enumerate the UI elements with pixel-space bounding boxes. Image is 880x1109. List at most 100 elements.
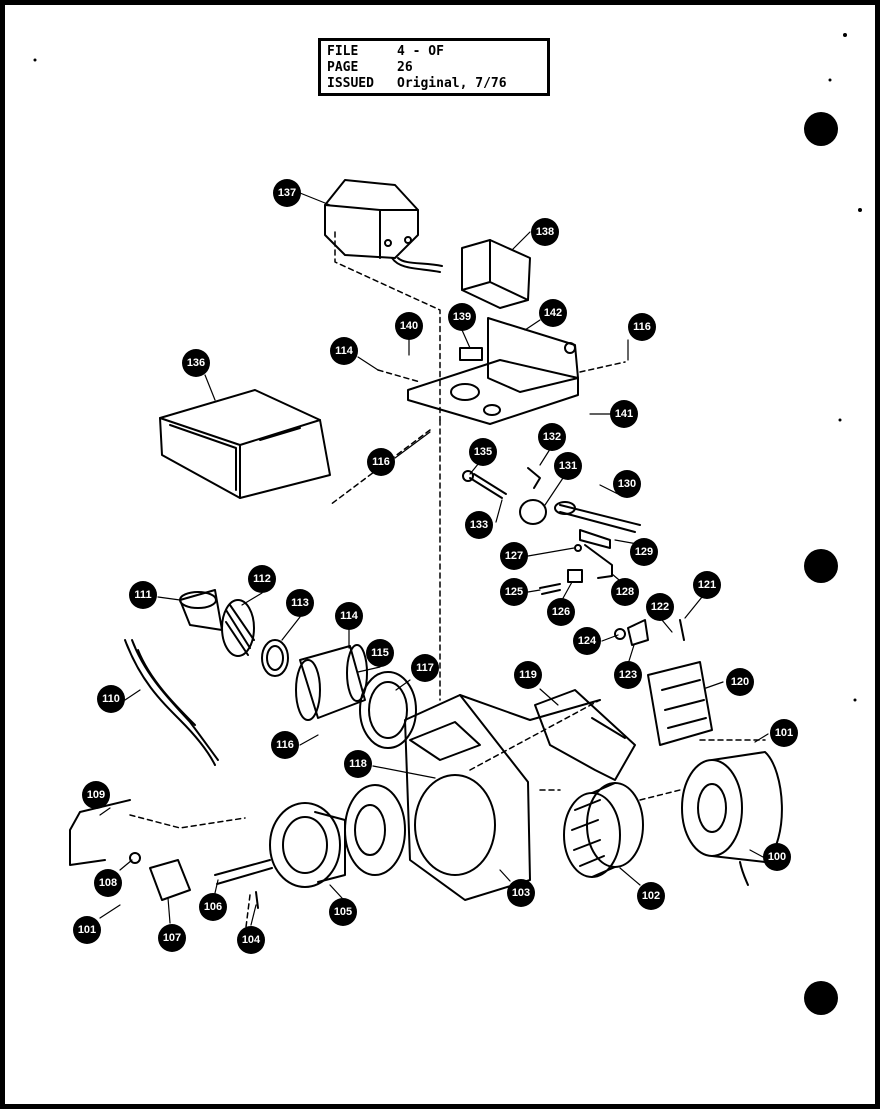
part-128-oil-line	[539, 544, 613, 595]
callout-label: 113	[291, 597, 309, 609]
callout-bubble	[129, 581, 157, 609]
motor-leads	[739, 861, 749, 886]
leader-119	[539, 688, 559, 706]
callout-label: 126	[552, 606, 570, 618]
fan-wheel-back	[586, 782, 644, 868]
leader-100	[749, 849, 764, 858]
valve-body	[149, 859, 191, 901]
cover-outline	[159, 389, 331, 499]
leader-111	[157, 596, 181, 601]
callout-135: 135	[469, 438, 497, 466]
housing-top	[459, 694, 601, 721]
air-band-slots	[661, 679, 707, 729]
alignment-line	[334, 231, 441, 421]
file-info-box: FILE 4 - OF PAGE 26 ISSUED Original, 7/7…	[318, 38, 550, 96]
callout-101b: 101	[73, 916, 101, 944]
callout-121: 121	[693, 571, 721, 599]
callout-128: 128	[611, 578, 639, 606]
callout-105: 105	[329, 898, 357, 926]
alignment-line	[639, 789, 681, 801]
callout-bubble	[614, 661, 642, 689]
callout-123: 123	[614, 661, 642, 689]
wire	[137, 649, 196, 726]
leader-110	[124, 689, 141, 701]
callout-label: 124	[578, 635, 597, 647]
leader-136	[204, 374, 216, 401]
callout-137: 137	[273, 179, 301, 207]
callout-bubble	[82, 781, 110, 809]
callout-112: 112	[248, 565, 276, 593]
plate-hole	[450, 383, 480, 401]
relay-edge	[461, 239, 529, 301]
alignment-line	[579, 361, 626, 373]
coupling-rod	[214, 859, 273, 885]
callout-layer: 137 138 136 140 114 139 142 116 141 116 …	[73, 179, 798, 954]
shield-slot	[591, 717, 626, 739]
noise-speck	[0, 1104, 880, 1109]
head-ring	[221, 599, 255, 657]
transformer-edge	[324, 204, 419, 259]
callout-114a: 114	[330, 337, 358, 365]
callout-label: 119	[519, 669, 537, 681]
leader-103	[499, 869, 511, 882]
file-label: FILE	[327, 44, 359, 59]
callout-114b: 114	[335, 602, 363, 630]
cover-front-edge	[159, 417, 321, 499]
callout-bubble	[770, 719, 798, 747]
callout-label: 130	[618, 478, 636, 490]
leader-120	[705, 681, 724, 689]
part-127-screw	[574, 544, 582, 552]
callout-label: 100	[768, 851, 786, 863]
callout-bubble	[182, 349, 210, 377]
leader-105	[329, 884, 343, 899]
callout-label: 132	[543, 431, 561, 443]
page-row: PAGE 26	[327, 60, 541, 76]
adapter-fins	[314, 811, 346, 883]
leader-109	[99, 807, 111, 816]
housing-outline	[404, 694, 531, 901]
part-104-screw	[255, 891, 259, 909]
callout-bubble	[469, 438, 497, 466]
callout-bubble	[271, 731, 299, 759]
leader-138	[511, 231, 531, 251]
callout-label: 121	[698, 579, 716, 591]
callout-bubble	[628, 313, 656, 341]
part-107-valve	[149, 859, 191, 901]
callout-131: 131	[554, 452, 582, 480]
callout-bubble	[411, 654, 439, 682]
callout-119: 119	[514, 661, 542, 689]
callout-label: 128	[616, 586, 634, 598]
fan-wheel-blades	[571, 799, 605, 867]
callout-label: 114	[335, 345, 354, 357]
transformer-screw	[404, 236, 412, 244]
callout-bubble	[500, 542, 528, 570]
callout-bubble	[693, 571, 721, 599]
leader-116c	[299, 734, 319, 746]
callout-bubble	[611, 578, 639, 606]
noise-speck	[853, 698, 857, 702]
plate-upright	[487, 317, 579, 393]
callout-109: 109	[82, 781, 110, 809]
relay-body	[461, 239, 531, 309]
oil-line-tube	[584, 544, 613, 579]
issued-label: ISSUED	[327, 76, 374, 91]
leader-121	[684, 596, 703, 619]
callout-label: 103	[512, 887, 530, 899]
noise-speck	[828, 78, 832, 82]
callout-113: 113	[286, 589, 314, 617]
callout-label: 108	[99, 877, 117, 889]
alignment-line	[469, 699, 601, 771]
part-135-nut	[462, 470, 474, 482]
screw	[255, 891, 259, 909]
leader-104	[250, 904, 257, 926]
callout-label: 107	[163, 932, 181, 944]
cover-inner-edge	[169, 424, 237, 491]
callout-label: 139	[453, 311, 471, 323]
callout-bubble	[367, 448, 395, 476]
leader-123	[628, 644, 635, 662]
callout-bubble	[448, 303, 476, 331]
part-115-blast-tube	[295, 644, 368, 721]
leader-116b	[394, 431, 431, 459]
